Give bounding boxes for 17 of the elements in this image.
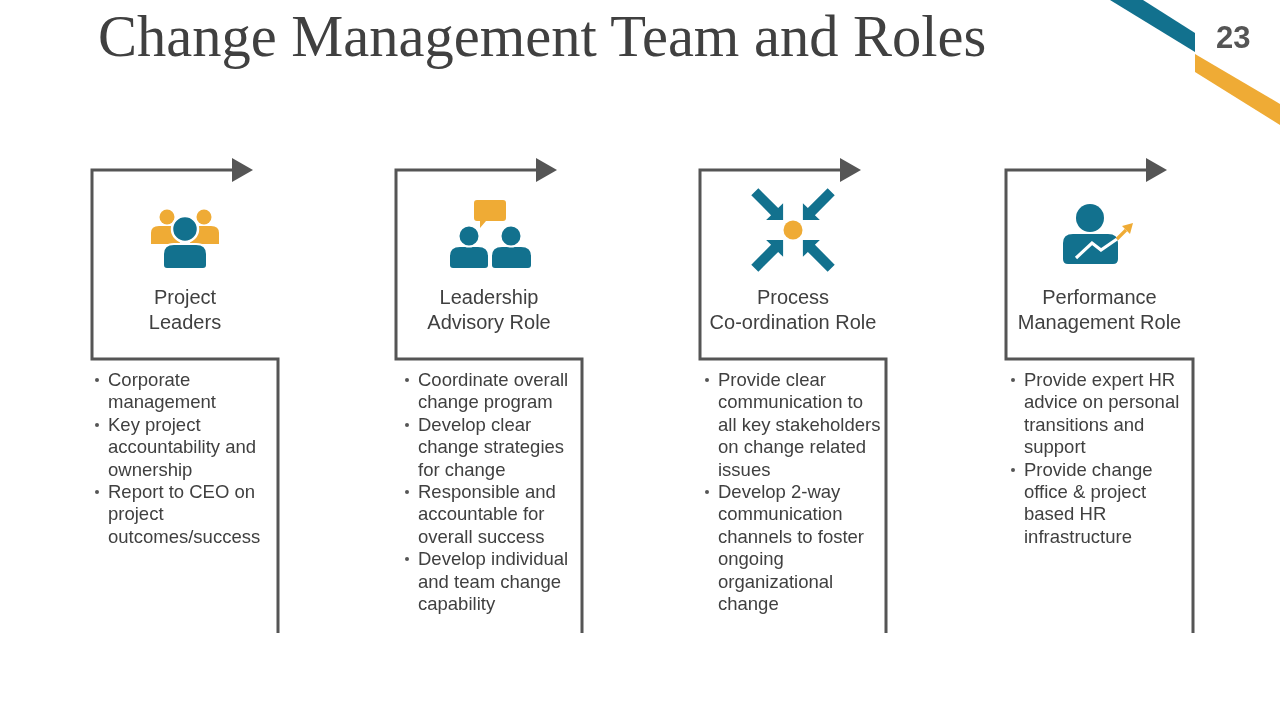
slide-title: Change Management Team and Roles — [98, 3, 987, 71]
bullet-point: Corporate management — [93, 369, 276, 414]
role-title: Performance Management Role — [1016, 285, 1183, 335]
role-title: Leadership Advisory Role — [426, 285, 552, 335]
bullet-point: Provide clear communication to all key stakeholders on change related issues — [703, 369, 884, 482]
bullet-point: Report to CEO on project outcomes/success — [93, 481, 276, 549]
bullet-point: Develop 2-way communication channels to foster ongoing organizational change — [703, 481, 884, 616]
bullet-point: Key project accountability and ownership — [93, 413, 276, 482]
bullet-point: Responsible and accountable for overall success — [403, 481, 580, 549]
page-number: 23 — [1216, 20, 1251, 56]
bullet-point: Provide change office & project based HR infrastructure — [1009, 458, 1191, 549]
role-title: Process Co-ordination Role — [708, 285, 878, 335]
bullet-point: Provide expert HR advice on personal transitions and support — [1009, 369, 1191, 459]
role-title: Project Leaders — [147, 285, 223, 335]
bullet-point: Develop clear change strategies for change — [403, 413, 580, 482]
bullet-point: Develop individual and team change capability — [403, 548, 580, 616]
bullet-point: Coordinate overall change program — [403, 369, 580, 414]
